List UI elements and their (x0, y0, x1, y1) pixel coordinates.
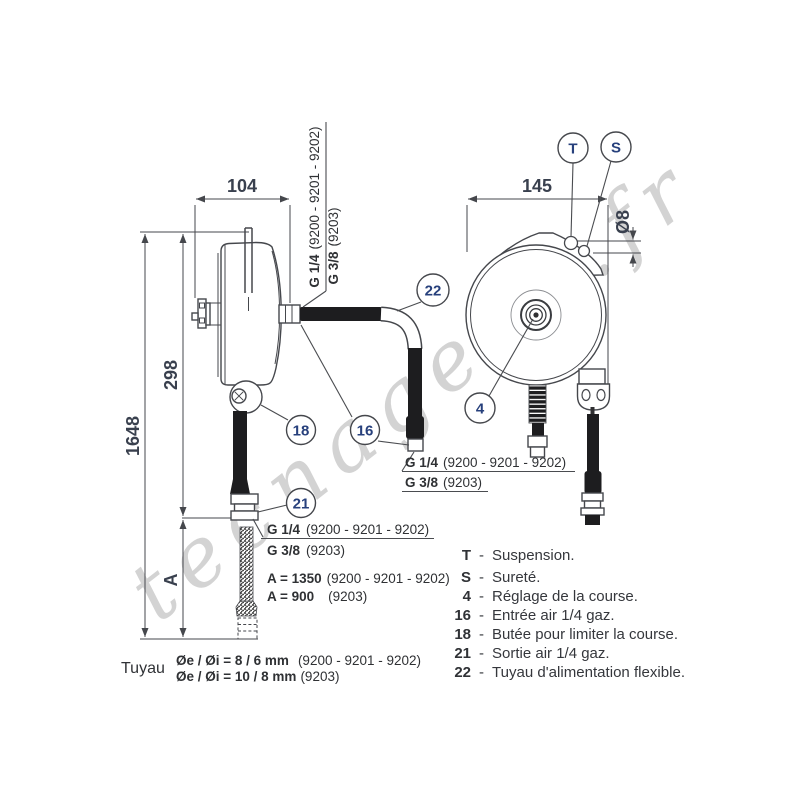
port-label-outlet: G 1/4(9200 - 9201 - 9202) G 3/8(9203) (261, 522, 434, 558)
port-inlet-line1: G 1/4(9200 - 9201 - 9202) (405, 455, 566, 470)
hose-vertical-segment (408, 348, 422, 418)
outlet-hose-assembly (230, 411, 259, 640)
balancer-body (220, 241, 282, 386)
left-bracket (191, 298, 221, 329)
legend-sep: - (479, 664, 484, 681)
hose-horizontal-segment (300, 307, 382, 321)
port-label-inlet: G 1/4(9200 - 9201 - 9202) G 3/8(9203) (402, 455, 575, 493)
legend-label-suspension: Suspension. (492, 547, 575, 564)
center-hose-fitting (527, 435, 548, 448)
right-view-dimensions: 145 Ø8 (466, 176, 641, 384)
legend-sep: - (479, 588, 484, 605)
balloon-18-label: 18 (293, 423, 310, 440)
right-hose-fitting (581, 492, 604, 502)
suspension-hole (563, 235, 579, 251)
port-outlet-line1: G 1/4(9200 - 9201 - 9202) (267, 522, 429, 537)
port-top-line2: G 3/8(9203) (326, 207, 341, 284)
balloon-T-label: T (568, 141, 577, 158)
balancer-front-view (465, 232, 607, 386)
stroke-length-notes: A = 1350(9200 - 9201 - 9202) A = 900(920… (267, 571, 450, 604)
left-view-dimensions: 104 1648 298 A (123, 176, 291, 640)
balloon-18 (285, 414, 317, 446)
supply-hose-assembly (278, 304, 424, 452)
callout-balloons-right: T S 4 (464, 131, 632, 424)
legend-sep: - (479, 645, 484, 662)
outlet-fitting (230, 493, 259, 505)
balloon-22-label: 22 (425, 283, 442, 300)
legend: T - Suspension. S - Sureté. 4 - Réglage … (454, 547, 685, 681)
dim-total-height: 1648 (123, 416, 143, 456)
balloon-21 (285, 487, 317, 519)
legend-sep: - (479, 607, 484, 624)
legend-key-T: T (462, 547, 471, 564)
hose-spec-block: Tuyau Øe / Øi = 8 / 6 mm(9200 - 9201 - 9… (121, 653, 421, 684)
supply-end-fitting (407, 438, 424, 452)
phantom-fitting (237, 617, 258, 640)
legend-sep: - (479, 626, 484, 643)
legend-key-4: 4 (463, 588, 472, 605)
legend-key-18: 18 (454, 626, 471, 643)
balloon-S (600, 131, 632, 163)
dim-hole-diameter: Ø8 (613, 210, 633, 234)
stop-ball (229, 380, 263, 414)
legend-label-safety: Sureté. (492, 569, 540, 586)
legend-label-stroke-adjust: Réglage de la course. (492, 588, 638, 605)
legend-label-stop: Butée pour limiter la course. (492, 626, 678, 643)
stroke-length-line1: A = 1350(9200 - 9201 - 9202) (267, 571, 450, 586)
legend-sep: - (479, 569, 484, 586)
inlet-fitting (278, 304, 301, 324)
balloon-4-label: 4 (476, 401, 485, 418)
dim-left-width: 104 (227, 176, 257, 196)
balloon-16-label: 16 (357, 423, 374, 440)
front-view-right-hose (576, 368, 611, 525)
balloon-4 (464, 392, 496, 424)
hose-spec-label: Tuyau (121, 660, 165, 677)
balloon-T (557, 132, 589, 164)
legend-key-21: 21 (454, 645, 471, 662)
legend-label-supply-hose: Tuyau d'alimentation flexible. (492, 664, 685, 681)
legend-sep: - (479, 547, 484, 564)
callout-balloons-left: 22 18 16 21 (285, 273, 450, 519)
port-top-line1: G 1/4(9200 - 9201 - 9202) (307, 126, 322, 287)
hose-spec-line2: Øe / Øi = 10 / 8 mm(9203) (176, 669, 339, 684)
front-view-center-hose (527, 384, 548, 458)
balancer-side-view (191, 227, 282, 414)
legend-key-22: 22 (454, 664, 471, 681)
port-inlet-line2: G 3/8(9203) (405, 475, 482, 490)
port-label-top-rotated: G 1/4(9200 - 9201 - 9202) G 3/8(9203) (307, 126, 341, 287)
dim-lower-height: A (161, 574, 181, 587)
legend-key-S: S (461, 569, 471, 586)
legend-label-air-outlet: Sortie air 1/4 gaz. (492, 645, 610, 662)
safety-hole (577, 244, 591, 258)
coiled-air-hose (239, 526, 254, 603)
balloon-21-label: 21 (293, 496, 310, 513)
legend-label-air-inlet: Entrée air 1/4 gaz. (492, 607, 615, 624)
center-hub (510, 289, 562, 341)
dim-right-width: 145 (522, 176, 552, 196)
stroke-length-line2: A = 900(9203) (267, 589, 367, 604)
right-view-leaders (488, 160, 612, 397)
hose-spec-line1: Øe / Øi = 8 / 6 mm(9200 - 9201 - 9202) (176, 653, 421, 668)
port-outlet-line2: G 3/8(9203) (267, 543, 345, 558)
swivel-block (578, 368, 606, 385)
balloon-S-label: S (611, 140, 621, 157)
left-view-leaders (252, 122, 422, 538)
balloon-16 (349, 414, 381, 446)
legend-key-16: 16 (454, 607, 471, 624)
dim-upper-height: 298 (161, 360, 181, 390)
balloon-22 (416, 273, 450, 307)
suspension-tab (244, 227, 253, 311)
